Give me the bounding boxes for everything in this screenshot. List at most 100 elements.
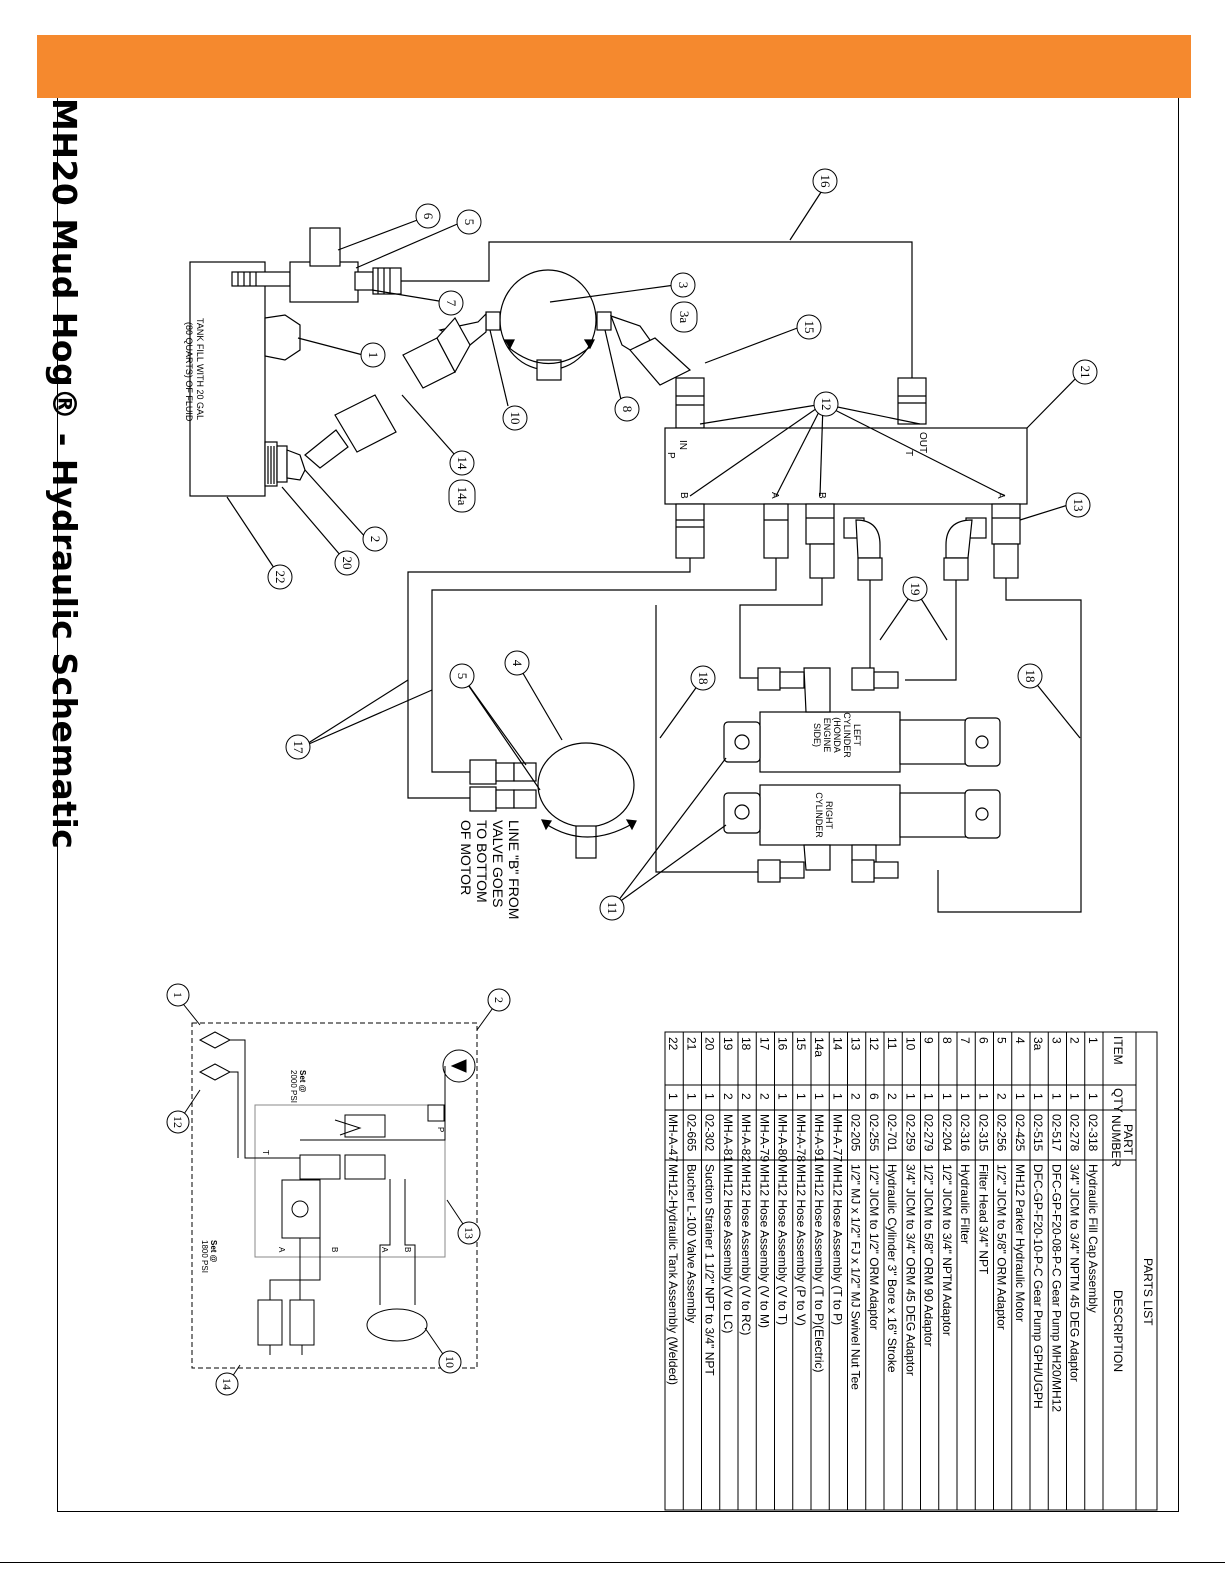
table-cell-qty: 1 xyxy=(830,1093,844,1100)
mini-port-a1: A xyxy=(380,1247,389,1253)
footer-rule xyxy=(0,1562,1225,1563)
table-cell-qty: 1 xyxy=(903,1093,917,1100)
valve-port-out: OUT xyxy=(917,432,928,453)
table-cell-qty: 2 xyxy=(739,1093,753,1100)
motor-note: LINE "B" FROM VALVE GOES TO BOTTOM OF MO… xyxy=(458,820,522,919)
callout-12: 12 xyxy=(819,398,834,411)
control-valve: IN P OUT T B A B A xyxy=(664,427,1028,505)
table-cell-part: 02-315 xyxy=(976,1114,990,1152)
table-cell-item: 22 xyxy=(666,1037,680,1051)
table-cell-desc: Suction Strainer 1 1/2" NPT to 3/4" NPT xyxy=(703,1164,717,1376)
table-cell-item: 1 xyxy=(1086,1037,1100,1044)
table-cell-item: 16 xyxy=(776,1037,790,1051)
mini-callout-1: 1 xyxy=(171,992,185,998)
motor-note-line4: OF MOTOR xyxy=(458,820,474,895)
callout-19: 19 xyxy=(908,583,923,596)
table-cell-part: 02-318 xyxy=(1086,1114,1100,1152)
callout-2: 2 xyxy=(368,536,383,543)
mini-port-b2: B xyxy=(330,1247,339,1252)
table-cell-desc: MH12 Hose Assembly (T to P) xyxy=(830,1164,844,1325)
callout-20: 20 xyxy=(340,557,355,570)
table-cell-desc: MH12 Hose Assembly (V to LC) xyxy=(721,1164,735,1333)
table-cell-item: 14 xyxy=(830,1037,844,1051)
callout-14a: 14a xyxy=(455,487,470,506)
table-cell-qty: 1 xyxy=(684,1093,698,1100)
table-cell-desc: 1/2" MJ x 1/2" FJ x 1/2" MJ Swivel Nut T… xyxy=(849,1164,863,1390)
mini-callout-13: 13 xyxy=(462,1227,476,1239)
table-cell-desc: Bucher L-100 Valve Assembly xyxy=(684,1164,698,1323)
hydraulic-tank: TANK FILL WITH 20 GAL (80 QUARTS) OF FLU… xyxy=(184,261,306,497)
table-cell-qty: 1 xyxy=(1086,1093,1100,1100)
callout-6: 5 xyxy=(462,219,477,226)
table-cell-desc: MH12 Hose Assembly (V to T) xyxy=(776,1164,790,1325)
table-cell-part: 02-255 xyxy=(867,1114,881,1152)
valve-port-t: T xyxy=(903,450,914,456)
suction-hose xyxy=(304,312,487,469)
callout-17: 17 xyxy=(291,741,306,755)
table-cell-part: 02-259 xyxy=(903,1114,917,1152)
callout-leaders xyxy=(226,185,1083,906)
table-cell-desc: Hydraulic Cylinder 3" Bore x 16" Stroke xyxy=(885,1164,899,1373)
table-cell-item: 19 xyxy=(721,1037,735,1051)
table-cell-desc: MH12 Hose Assembly (T to P)(Electric) xyxy=(812,1164,826,1373)
header-qty: QTY xyxy=(1111,1088,1125,1113)
table-cell-item: 8 xyxy=(940,1037,954,1044)
mini-port-p: P xyxy=(436,1127,445,1132)
table-cell-part: 02-278 xyxy=(1068,1114,1082,1152)
motor-note-line2: VALVE GOES xyxy=(490,820,506,907)
header-item: ITEM xyxy=(1111,1036,1125,1065)
valve-port-b2: B xyxy=(816,492,827,499)
table-cell-part: MH-A-82 xyxy=(739,1114,753,1162)
table-cell-part: 02-316 xyxy=(958,1114,972,1152)
table-cell-qty: 1 xyxy=(812,1093,826,1100)
table-cell-desc: MH12 Hose Assembly (V to M) xyxy=(757,1164,771,1328)
motor-note-line3: TO BOTTOM xyxy=(474,820,490,903)
callout-3a: 3a xyxy=(677,311,692,324)
mini-set-2000-line2: 2000 PSI xyxy=(289,1070,298,1103)
table-cell-item: 4 xyxy=(1013,1037,1027,1044)
table-cell-qty: 1 xyxy=(1049,1093,1063,1100)
table-cell-item: 11 xyxy=(885,1037,899,1050)
table-cell-desc: DFC-GP-F20-08-P-C Gear Pump MH20/MH12 xyxy=(1049,1164,1063,1412)
table-cell-qty: 1 xyxy=(1068,1093,1082,1100)
left-cylinder: LEFT CYLINDER (HONDA ENGINE SIDE) xyxy=(723,667,1001,773)
table-cell-qty: 1 xyxy=(958,1093,972,1100)
callout-4: 4 xyxy=(510,660,525,667)
table-cell-item: 13 xyxy=(849,1037,863,1051)
table-cell-part: MH-A-80 xyxy=(776,1114,790,1162)
table-cell-item: 3a xyxy=(1031,1037,1045,1051)
right-cylinder: RIGHT CYLINDER xyxy=(723,784,1001,883)
valve-port-a1: A xyxy=(769,492,780,499)
motor-note-line1: LINE "B" FROM xyxy=(506,820,522,919)
callout-3: 3 xyxy=(676,282,691,289)
callout-1: 1 xyxy=(366,352,381,359)
right-cylinder-label-2: CYLINDER xyxy=(814,792,824,838)
callout-5: 5 xyxy=(455,673,470,680)
table-cell-part: 02-517 xyxy=(1049,1114,1063,1152)
table-cell-desc: 1/2" JICM to 5/8" ORM 90 Adaptor xyxy=(922,1164,936,1347)
mini-set-2000-line1: Set @ xyxy=(298,1070,307,1093)
table-cell-qty: 2 xyxy=(757,1093,771,1100)
hydraulic-motor xyxy=(469,742,637,859)
hose-end-return xyxy=(897,377,927,425)
table-cell-qty: 2 xyxy=(721,1093,735,1100)
table-cell-desc: 1/2" JICM to 3/4" NPTM Adaptor xyxy=(940,1164,954,1336)
callout-22: 22 xyxy=(273,571,288,584)
table-cell-part: 02-425 xyxy=(1013,1114,1027,1152)
table-cell-item: 17 xyxy=(757,1037,771,1051)
table-cell-part: 02-205 xyxy=(849,1114,863,1152)
table-cell-qty: 1 xyxy=(922,1093,936,1100)
table-cell-desc: 3/4" JICM to 3/4" NPTM 45 DEG Adaptor xyxy=(1068,1164,1082,1382)
table-cell-part: MH-A-91 xyxy=(812,1114,826,1162)
callout-18a: 18 xyxy=(696,672,711,685)
mini-port-b1: B xyxy=(403,1247,412,1252)
header-banner xyxy=(37,35,1191,98)
table-cell-part: MH-A-77 xyxy=(830,1114,844,1162)
table-cell-item: 7 xyxy=(958,1037,972,1044)
mini-port-t: T xyxy=(261,1150,270,1155)
table-cell-part: 02-279 xyxy=(922,1114,936,1152)
table-cell-qty: 1 xyxy=(1013,1093,1027,1100)
callout-bubbles: 6 5 7 3 3a 1 10 8 14 14a 2 20 22 15 16 2… xyxy=(267,168,1098,921)
table-cell-item: 15 xyxy=(794,1037,808,1051)
